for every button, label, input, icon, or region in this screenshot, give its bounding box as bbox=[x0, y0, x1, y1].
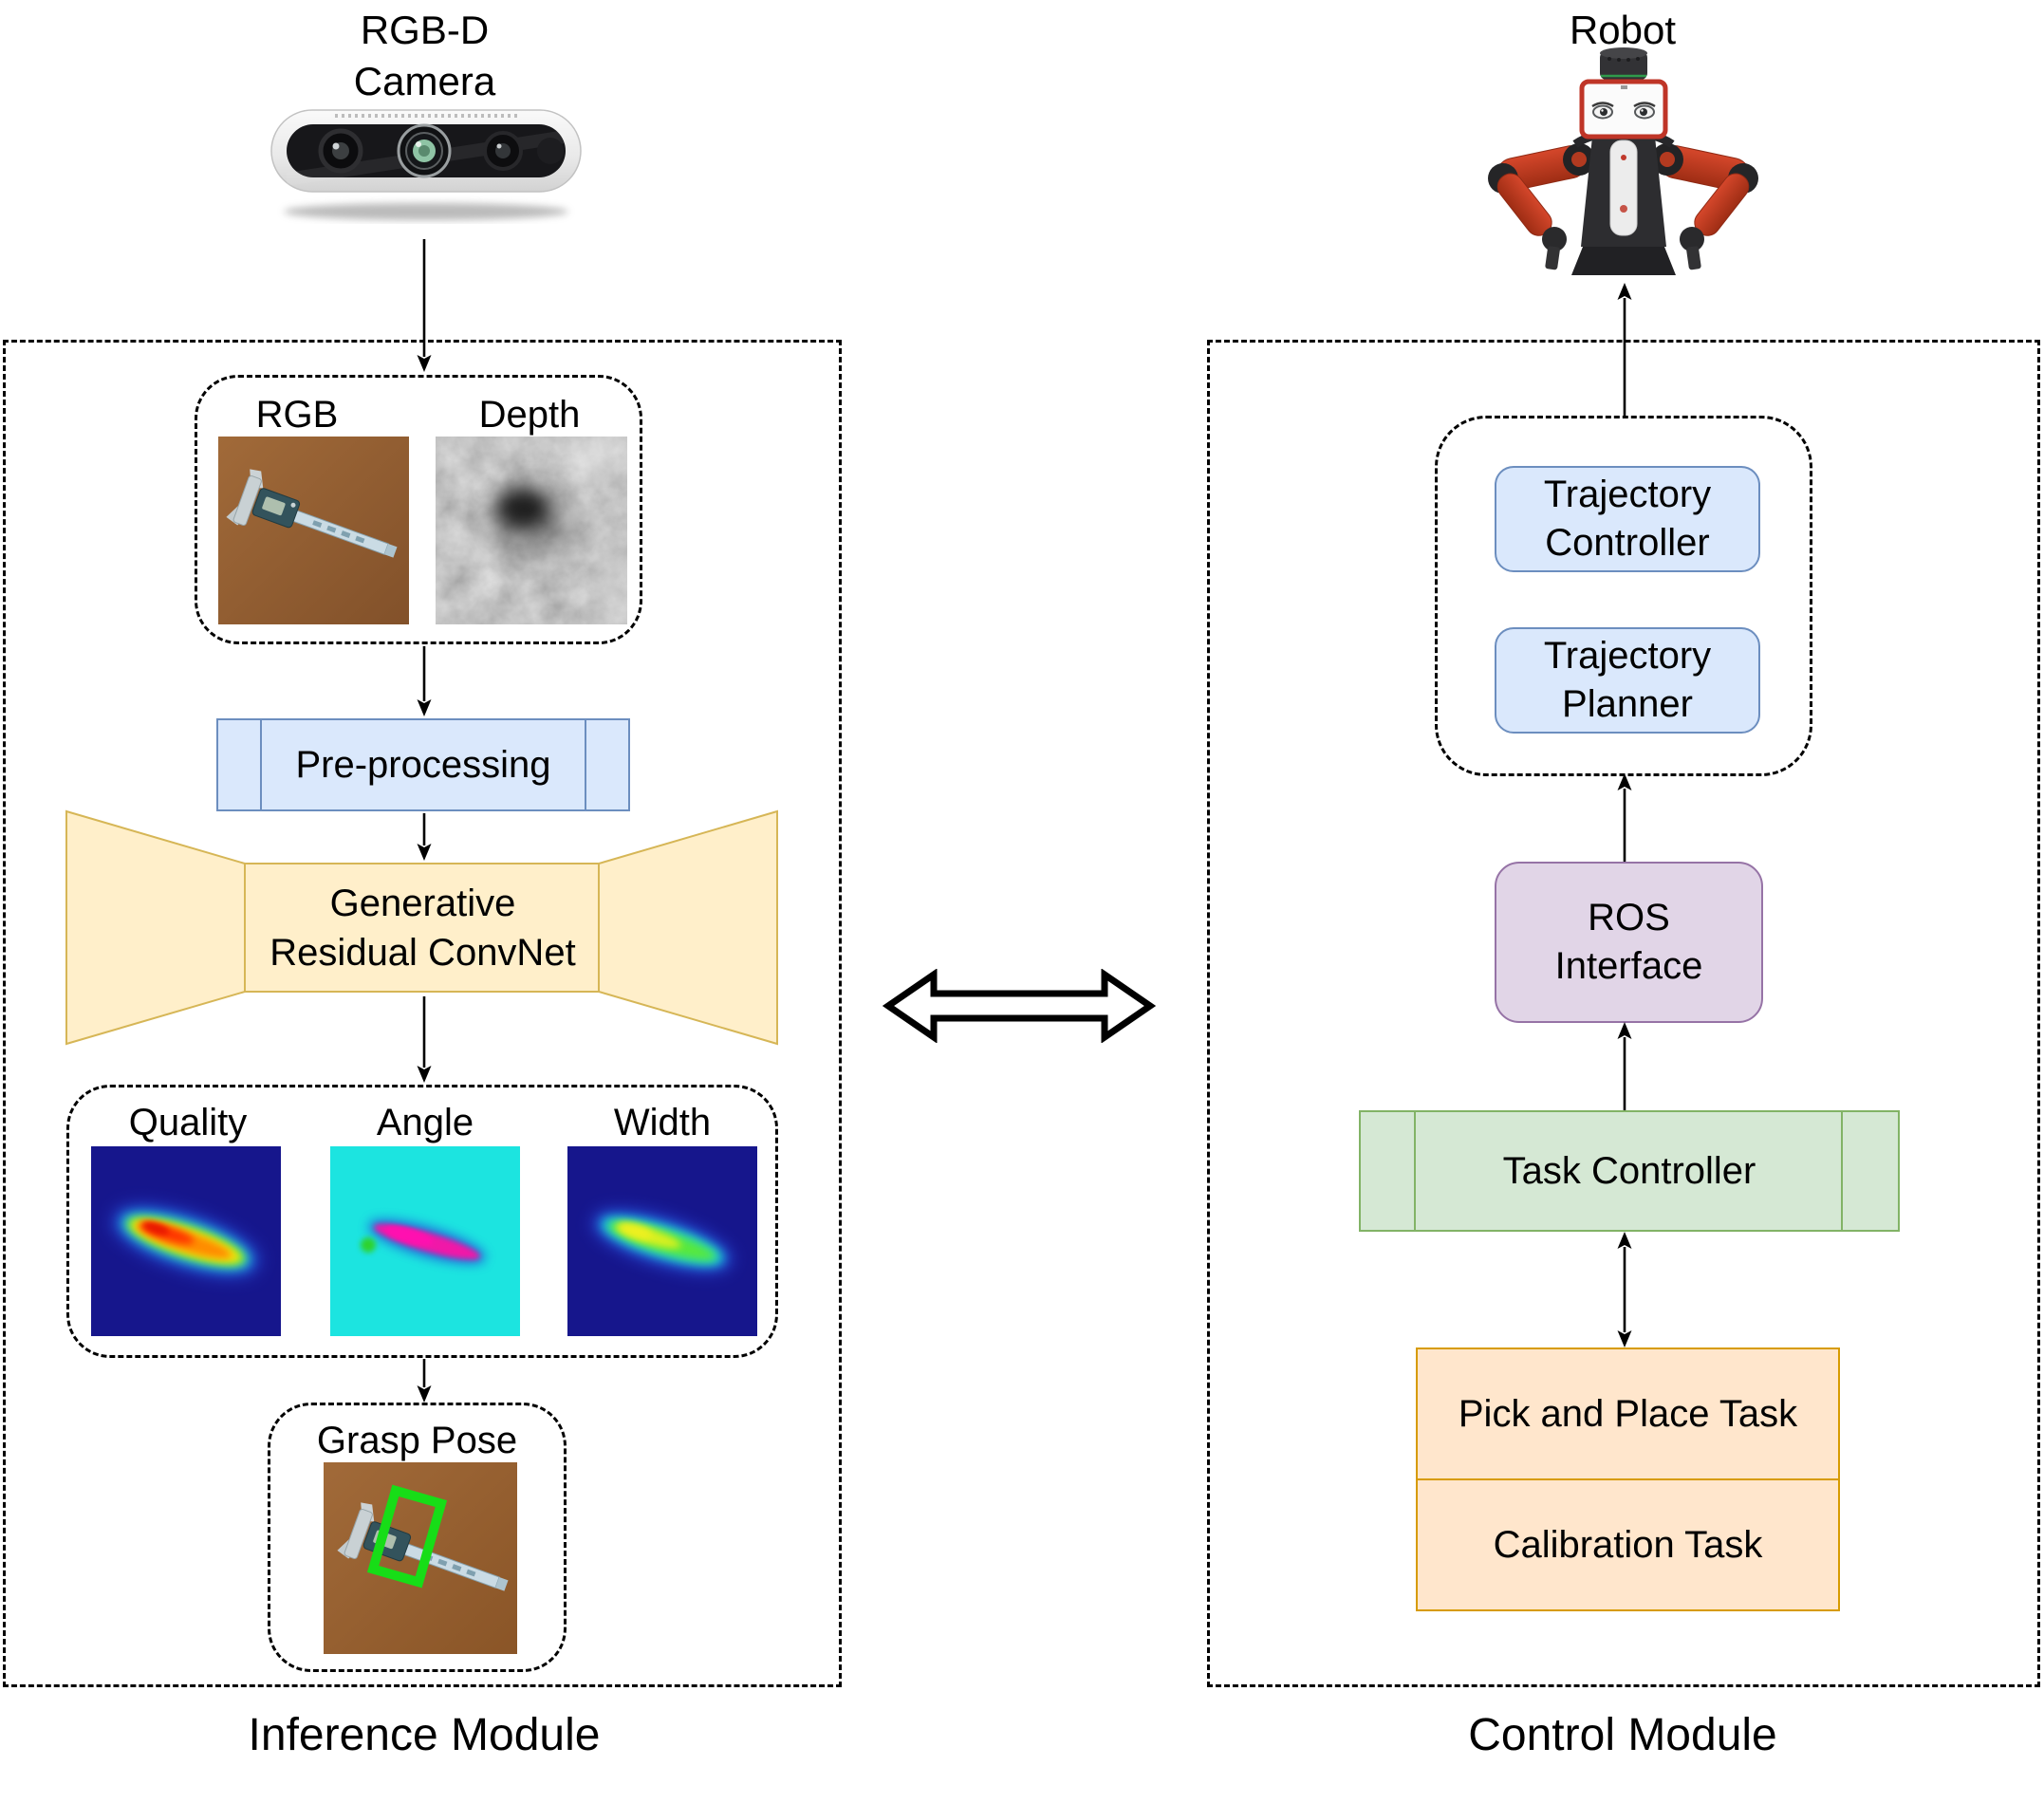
convnet-bowtie-shape bbox=[65, 809, 778, 1046]
preprocessing-label: Pre-processing bbox=[295, 743, 551, 786]
calibration-task-box: Calibration Task bbox=[1416, 1478, 1840, 1611]
process-strip-left bbox=[1414, 1112, 1416, 1230]
rgb-label: RGB bbox=[255, 394, 339, 436]
quality-heatmap-image bbox=[91, 1146, 281, 1336]
width-heatmap-image bbox=[567, 1146, 757, 1336]
rgbd-camera-icon bbox=[270, 109, 582, 220]
rgbd-camera-label: RGB-D Camera bbox=[353, 8, 496, 103]
caliper-icon bbox=[337, 1502, 509, 1591]
preprocessing-box: Pre-processing bbox=[216, 718, 630, 811]
arrow-taskcontroller-to-ros bbox=[1617, 1022, 1632, 1111]
arrow-convnet-to-outputs bbox=[417, 996, 432, 1083]
control-module-label: Control Module bbox=[1468, 1710, 1777, 1760]
tasks-stack: Pick and Place Task Calibration Task bbox=[1416, 1348, 1840, 1611]
process-strip-right bbox=[1841, 1112, 1843, 1230]
network-outputs-group: Quality Angle Width bbox=[66, 1085, 778, 1358]
grasp-pose-image bbox=[324, 1462, 517, 1654]
rgb-image bbox=[218, 437, 409, 624]
arrow-outputs-to-grasppose bbox=[417, 1359, 432, 1403]
convnet-label: Generative Residual ConvNet bbox=[269, 883, 576, 974]
arrow-taskcontroller-tasks-bidirectional bbox=[1617, 1232, 1632, 1348]
process-strip-right bbox=[585, 720, 586, 809]
grasp-rectangle-overlay bbox=[366, 1484, 448, 1589]
caliper-icon bbox=[226, 469, 398, 558]
arrow-input-to-preprocessing bbox=[417, 646, 432, 716]
input-images-group: RGB Depth bbox=[195, 375, 642, 644]
arrow-camera-to-input bbox=[417, 239, 432, 372]
modules-bidirectional-arrow bbox=[883, 969, 1156, 1043]
width-label: Width bbox=[613, 1102, 712, 1143]
depth-label: Depth bbox=[478, 394, 581, 436]
arrow-preprocessing-to-convnet bbox=[417, 813, 432, 861]
ros-interface-box: ROS Interface bbox=[1495, 862, 1763, 1023]
angle-heatmap-image bbox=[330, 1146, 520, 1336]
grasp-pose-label: Grasp Pose bbox=[316, 1420, 518, 1461]
inference-module-label: Inference Module bbox=[248, 1710, 601, 1760]
task-controller-box: Task Controller bbox=[1359, 1110, 1900, 1232]
process-strip-left bbox=[260, 720, 262, 809]
trajectory-group: Trajectory Controller Trajectory Planner bbox=[1435, 416, 1812, 776]
control-module-boundary bbox=[1207, 340, 2040, 1687]
robot-icon bbox=[1488, 47, 1758, 275]
angle-label: Angle bbox=[376, 1102, 474, 1143]
trajectory-planner-box: Trajectory Planner bbox=[1495, 627, 1760, 734]
arrow-trajectory-to-robot bbox=[1617, 283, 1632, 417]
quality-label: Quality bbox=[128, 1102, 248, 1143]
pick-and-place-task-box: Pick and Place Task bbox=[1416, 1348, 1840, 1480]
trajectory-controller-box: Trajectory Controller bbox=[1495, 466, 1760, 572]
task-controller-label: Task Controller bbox=[1502, 1149, 1756, 1192]
grasp-pose-group: Grasp Pose bbox=[268, 1403, 567, 1672]
inference-module-boundary bbox=[3, 340, 842, 1687]
arrow-ros-to-trajectory bbox=[1617, 773, 1632, 863]
depth-image bbox=[436, 437, 627, 624]
robot-label: Robot bbox=[1569, 8, 1677, 52]
